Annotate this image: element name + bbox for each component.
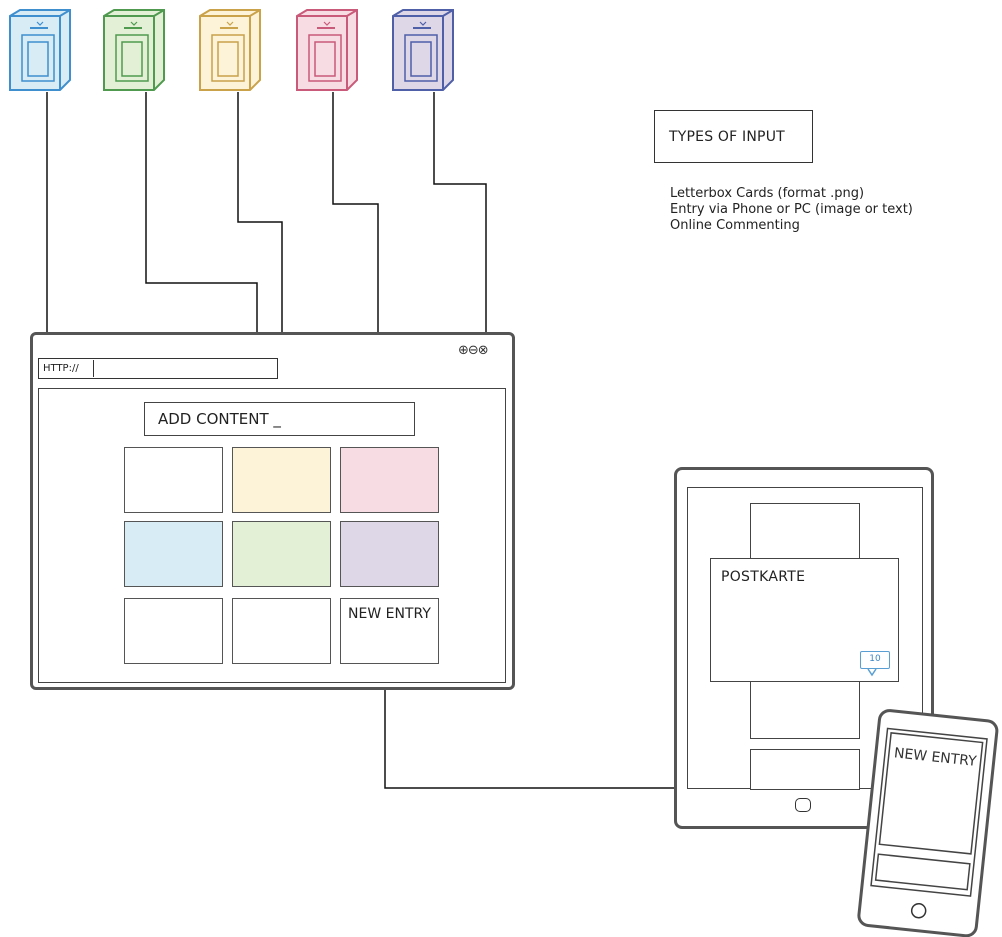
content-tile[interactable] xyxy=(232,598,331,664)
comment-count-badge[interactable]: 10 xyxy=(860,651,890,669)
comment-count: 10 xyxy=(869,654,881,664)
content-tile[interactable]: NEW ENTRY xyxy=(340,598,439,664)
content-tile[interactable] xyxy=(124,598,223,664)
add-content-field[interactable]: ADD CONTENT _ xyxy=(144,402,415,436)
new-entry-label: NEW ENTRY xyxy=(348,606,431,622)
letterbox-yellow xyxy=(199,9,261,91)
window-controls[interactable]: ⊕⊖⊗ xyxy=(458,343,489,358)
tablet-feed-card xyxy=(750,749,860,790)
tablet-home-button[interactable] xyxy=(795,798,811,812)
letterbox-purple xyxy=(392,9,454,91)
content-tile[interactable] xyxy=(340,521,439,587)
url-bar[interactable] xyxy=(38,358,278,379)
postkarte-title: POSTKARTE xyxy=(721,569,806,585)
phone-home-button[interactable] xyxy=(910,902,927,919)
content-tile[interactable] xyxy=(124,447,223,513)
input-types-list: Letterbox Cards (format .png) Entry via … xyxy=(670,186,913,234)
content-tile[interactable] xyxy=(232,521,331,587)
content-tile[interactable] xyxy=(232,447,331,513)
phone-device: NEW ENTRY xyxy=(857,709,999,937)
url-protocol-label: HTTP:// xyxy=(40,360,94,377)
input-type-item: Entry via Phone or PC (image or text) xyxy=(670,202,913,217)
types-of-input-box: TYPES OF INPUT xyxy=(654,110,813,163)
content-area xyxy=(38,388,506,683)
tablet-feed-card xyxy=(750,503,860,559)
add-content-label: ADD CONTENT _ xyxy=(158,410,281,428)
input-type-item: Letterbox Cards (format .png) xyxy=(670,186,865,201)
letterbox-pink xyxy=(296,9,358,91)
input-type-item: Online Commenting xyxy=(670,218,800,233)
phone-input-field[interactable] xyxy=(874,853,971,891)
letterbox-blue xyxy=(9,9,71,91)
phone-entry-card[interactable] xyxy=(878,732,984,855)
types-of-input-title: TYPES OF INPUT xyxy=(669,128,785,145)
letterbox-green xyxy=(103,9,165,91)
content-tile[interactable] xyxy=(340,447,439,513)
content-tile[interactable] xyxy=(124,521,223,587)
tablet-feed-card xyxy=(750,681,860,739)
